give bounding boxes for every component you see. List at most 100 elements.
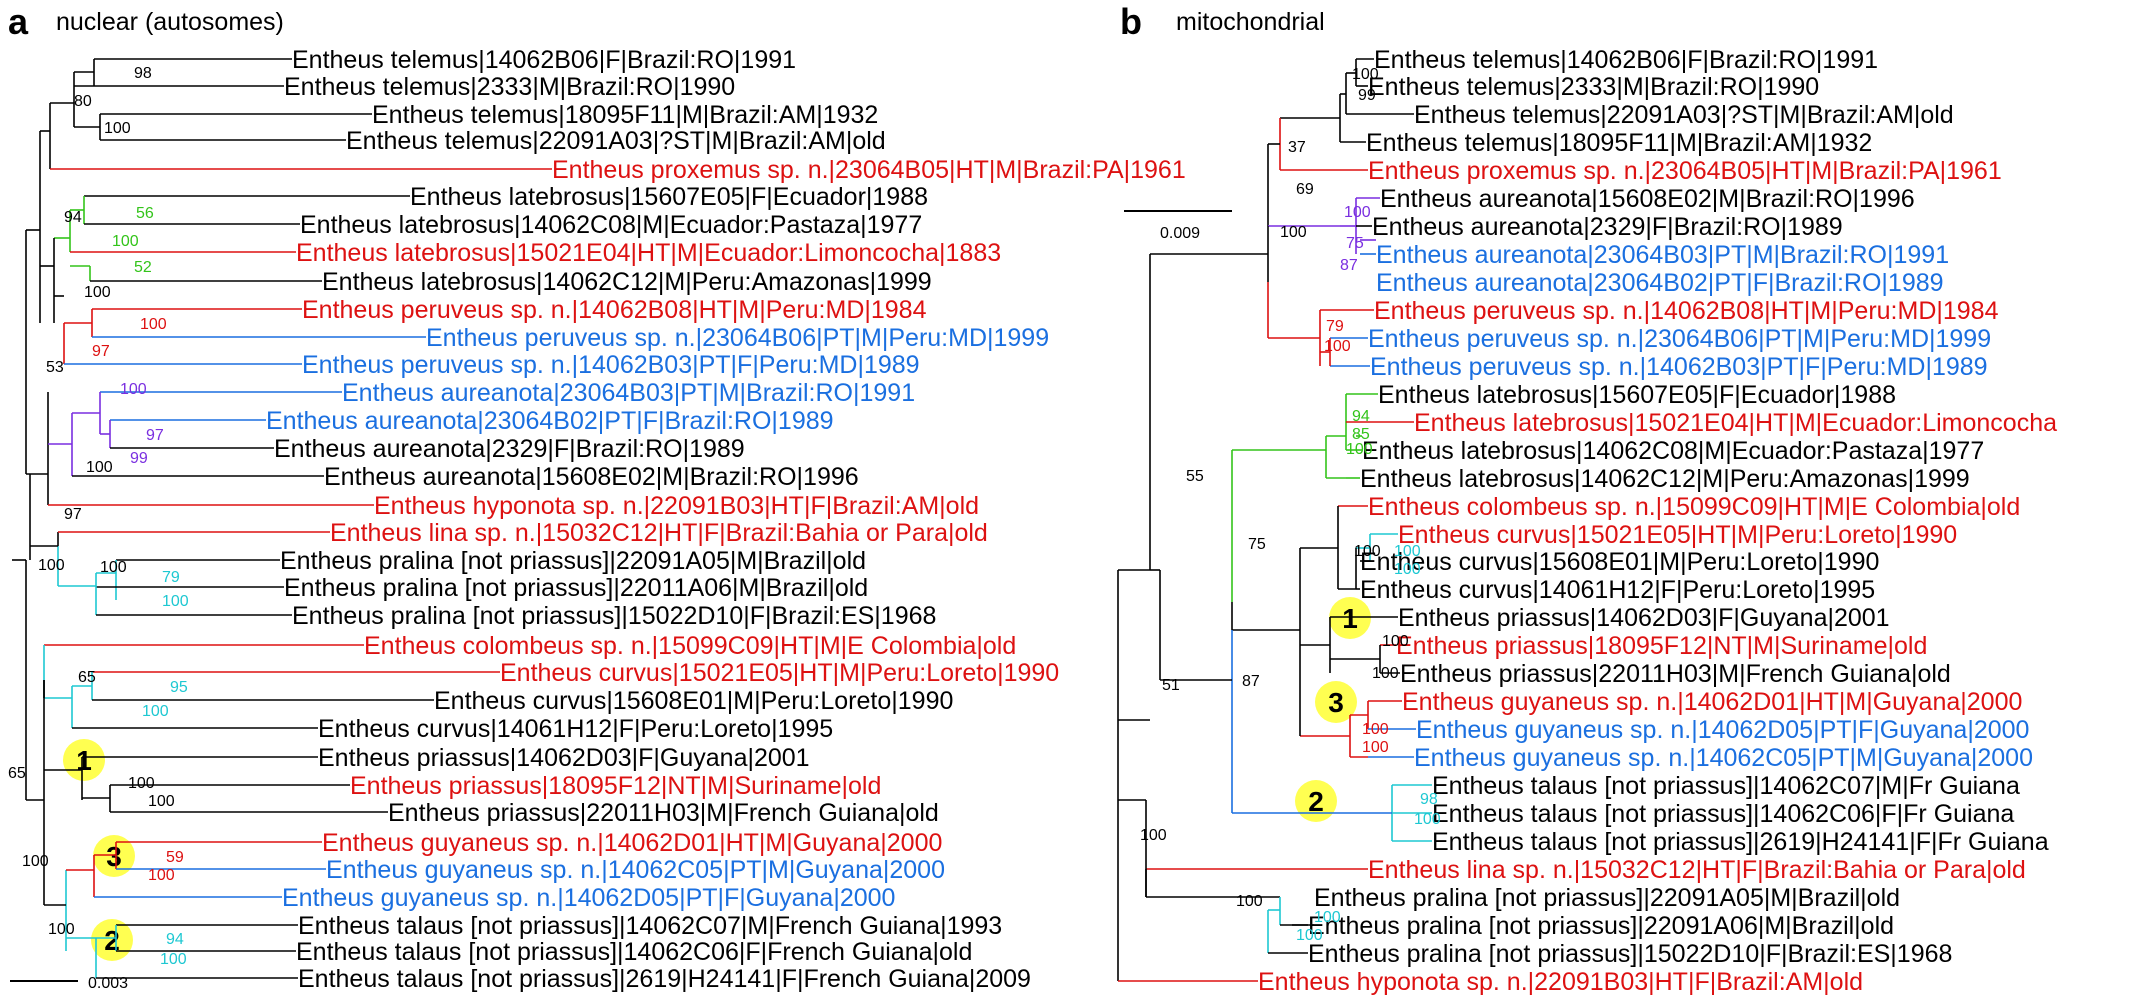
panel-b-leaf-label: Entheus telemus|2333|M|Brazil:RO|1990 xyxy=(1368,73,1819,101)
panel-a-support-value: 100 xyxy=(162,593,189,610)
panel-a-support-value: 98 xyxy=(134,65,152,82)
panel-b-leaf-label: Entheus colombeus sp. n.|15099C09|HT|M|E… xyxy=(1368,493,2020,521)
panel-a-support-value: 100 xyxy=(48,921,75,938)
panel-a-leaf-label: Entheus talaus [not priassus]|14062C06|F… xyxy=(296,938,972,966)
panel-a-leaf-label: Entheus aureanota|2329|F|Brazil:RO|1989 xyxy=(274,435,745,463)
panel-a-highlight-label: 1 xyxy=(76,745,92,776)
panel-b-support-value: 69 xyxy=(1296,181,1314,198)
panel-b-leaf-label: Entheus telemus|22091A03|?ST|M|Brazil:AM… xyxy=(1414,101,1954,129)
panel-b-support-value: 100 xyxy=(1296,927,1323,944)
panel-a-letter: a xyxy=(8,1,29,42)
panel-a-support-value: 59 xyxy=(166,849,184,866)
panel-a-leaf-label: Entheus priassus|18095F12|NT|M|Suriname|… xyxy=(350,772,881,800)
panel-a-support-value: 94 xyxy=(64,209,82,226)
panel-a-support-value: 97 xyxy=(64,506,82,523)
panel-a-header: a nuclear (autosomes) xyxy=(8,1,284,42)
panel-a-support-value: 99 xyxy=(130,450,148,467)
panel-b-support-value: 100 xyxy=(1236,893,1263,910)
panel-a-leaf-label: Entheus peruveus sp. n.|14062B03|PT|F|Pe… xyxy=(302,351,920,379)
panel-a-leaf-label: Entheus telemus|14062B06|F|Brazil:RO|199… xyxy=(292,46,796,74)
panel-b-support-value: 100 xyxy=(1354,543,1381,560)
panel-a-support-value: 100 xyxy=(140,316,167,333)
panel-b-tree: 1 3 2 Entheus telemus|14062B06|F|Brazil:RO|… xyxy=(1117,46,2057,996)
panel-a-support-value: 100 xyxy=(128,775,155,792)
panel-b-support-value: 79 xyxy=(1326,318,1344,335)
panel-b-support-value: 100 xyxy=(1324,338,1351,355)
panel-a-leaf-label: Entheus pralina [not priassus]|22091A05|… xyxy=(280,547,866,575)
panel-a-leaf-label: Entheus guyaneus sp. n.|14062C05|PT|M|Gu… xyxy=(326,856,945,884)
panel-a-support-value: 65 xyxy=(78,669,96,686)
panel-a-leaf-label: Entheus pralina [not priassus]|15022D10|… xyxy=(292,602,936,630)
panel-a-support-value: 97 xyxy=(146,427,164,444)
panel-b-leaf-label: Entheus curvus|14061H12|F|Peru:Loreto|19… xyxy=(1360,576,1875,604)
panel-a-leaf-label: Entheus colombeus sp. n.|15099C09|HT|M|E… xyxy=(364,632,1016,660)
panel-b-leaf-label: Entheus pralina [not priassus]|22091A05|… xyxy=(1314,884,1900,912)
panel-a-support-value: 100 xyxy=(84,284,111,301)
panel-a-support-value: 97 xyxy=(92,343,110,360)
panel-b-scale-label: 0.009 xyxy=(1160,225,1200,242)
panel-a-title: nuclear (autosomes) xyxy=(56,8,284,36)
panel-a-leaf-label: Entheus curvus|15021E05|HT|M|Peru:Loreto… xyxy=(500,659,1059,687)
panel-a-leaf-label: Entheus latebrosus|15021E04|HT|M|Ecuador… xyxy=(296,239,1001,267)
panel-b-header: b mitochondrial xyxy=(1120,1,1325,42)
panel-a-leaf-label: Entheus priassus|14062D03|F|Guyana|2001 xyxy=(318,744,810,772)
panel-b-leaf-label: Entheus curvus|15021E05|HT|M|Peru:Loreto… xyxy=(1398,521,1957,549)
panel-a-leaf-label: Entheus latebrosus|15607E05|F|Ecuador|19… xyxy=(410,183,928,211)
panel-b-support-value: 55 xyxy=(1186,468,1204,485)
panel-b-support-value: 75 xyxy=(1248,536,1266,553)
panel-a-leaf-label: Entheus guyaneus sp. n.|14062D01|HT|M|Gu… xyxy=(322,829,942,857)
panel-a-support-value: 100 xyxy=(160,951,187,968)
panel-b-leaf-label: Entheus peruveus sp. n.|23064B06|PT|M|Pe… xyxy=(1368,325,1991,353)
panel-b-support-value: 94 xyxy=(1352,408,1370,425)
panel-b-support-value: 87 xyxy=(1242,673,1260,690)
panel-b-support-value: 98 xyxy=(1420,791,1438,808)
panel-b-leaf-label: Entheus priassus|14062D03|F|Guyana|2001 xyxy=(1398,604,1890,632)
panel-b-support-value: 100 xyxy=(1362,739,1389,756)
panel-a-leaf-label: Entheus priassus|22011H03|M|French Guian… xyxy=(388,799,939,827)
panel-a-support-value: 100 xyxy=(142,703,169,720)
panel-b-support-value: 100 xyxy=(1362,721,1389,738)
panel-a-support-value: 100 xyxy=(120,381,147,398)
panel-a-support-value: 52 xyxy=(134,259,152,276)
panel-b-leaf-label: Entheus guyaneus sp. n.|14062D01|HT|M|Gu… xyxy=(1402,688,2022,716)
panel-b-support-value: 100 xyxy=(1382,633,1409,650)
panel-b-leaf-label: Entheus latebrosus|14062C12|M|Peru:Amazo… xyxy=(1360,465,1970,493)
panel-a-support-value: 100 xyxy=(86,459,113,476)
panel-b-leaf-label: Entheus telemus|14062B06|F|Brazil:RO|199… xyxy=(1374,46,1878,74)
panel-a-leaf-label: Entheus latebrosus|14062C12|M|Peru:Amazo… xyxy=(322,268,932,296)
panel-b-highlight-label: 3 xyxy=(1328,687,1344,718)
panel-b-highlight-1 xyxy=(1329,597,1371,639)
panel-b-support-value: 85 xyxy=(1352,426,1370,443)
panel-a-leaf-label: Entheus telemus|18095F11|M|Brazil:AM|193… xyxy=(372,101,878,129)
panel-b-leaf-label: Entheus priassus|18095F12|NT|M|Suriname|… xyxy=(1396,632,1927,660)
panel-a-support-value: 79 xyxy=(162,569,180,586)
panel-b-leaf-label: Entheus aureanota|23064B03|PT|M|Brazil:R… xyxy=(1376,241,1949,269)
panel-a-support-value: 100 xyxy=(148,867,175,884)
panel-b-leaf-label: Entheus guyaneus sp. n.|14062D05|PT|F|Gu… xyxy=(1416,716,2029,744)
panel-b-leaf-label: Entheus aureanota|2329|F|Brazil:RO|1989 xyxy=(1372,213,1843,241)
panel-a-leaf-label: Entheus talaus [not priassus]|2619|H2414… xyxy=(298,965,1031,993)
panel-a-support-value: 100 xyxy=(104,120,131,137)
panel-b-leaf-label: Entheus pralina [not priassus]|22091A06|… xyxy=(1308,912,1894,940)
panel-a-support-value: 100 xyxy=(148,793,175,810)
panel-b-support-value: 100 xyxy=(1394,561,1421,578)
panel-a-leaf-label: Entheus curvus|14061H12|F|Peru:Loreto|19… xyxy=(318,715,833,743)
panel-b-highlight-label: 2 xyxy=(1308,786,1324,817)
panel-b-support-value: 100 xyxy=(1352,66,1379,83)
panel-b-leaf-label: Entheus hyponota sp. n.|22091B03|HT|F|Br… xyxy=(1258,968,1863,996)
panel-b-support-value: 99 xyxy=(1358,87,1376,104)
panel-b-leaf-label: Entheus latebrosus|15021E04|HT|M|Ecuador… xyxy=(1414,409,2057,437)
panel-b-support-value: 100 xyxy=(1344,204,1371,221)
panel-a-leaf-label: Entheus proxemus sp. n.|23064B05|HT|M|Br… xyxy=(552,156,1186,184)
panel-b-leaf-label: Entheus peruveus sp. n.|14062B08|HT|M|Pe… xyxy=(1374,297,1999,325)
panel-b-highlight-label: 1 xyxy=(1342,603,1358,634)
panel-b-leaf-label: Entheus latebrosus|15607E05|F|Ecuador|19… xyxy=(1378,381,1896,409)
panel-a-highlight-label: 3 xyxy=(106,841,122,872)
panel-b-title: mitochondrial xyxy=(1176,8,1325,36)
panel-b-leaf-label: Entheus lina sp. n.|15032C12|HT|F|Brazil… xyxy=(1368,856,2026,884)
panel-a-leaf-label: Entheus telemus|22091A03|?ST|M|Brazil:AM… xyxy=(346,127,886,155)
panel-a-highlight-3 xyxy=(93,835,135,877)
panel-b-leaf-label: Entheus telemus|18095F11|M|Brazil:AM|193… xyxy=(1366,129,1872,157)
